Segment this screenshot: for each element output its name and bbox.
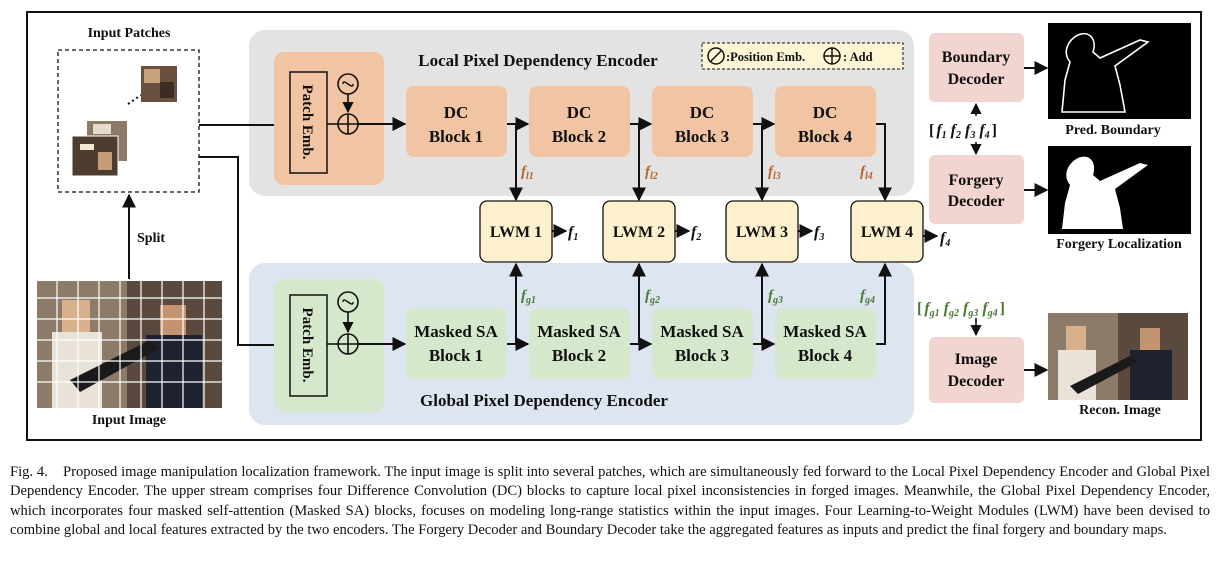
forgery-localization-image xyxy=(1048,146,1191,234)
svg-text:Image: Image xyxy=(955,351,998,368)
svg-text:LWM 2: LWM 2 xyxy=(613,224,665,241)
global-feature-arrows xyxy=(509,262,892,345)
svg-text:Block 4: Block 4 xyxy=(798,127,853,146)
svg-text:Block 1: Block 1 xyxy=(429,127,483,146)
caption-text: Proposed image manipulation localization… xyxy=(10,464,1210,539)
figure-frame xyxy=(26,11,1202,441)
framework-figure: Local Pixel Dependency Encoder Global Pi… xyxy=(26,11,1202,441)
legend-position-emb: :Position Emb. xyxy=(726,50,805,64)
dc-block-1: DC Block 1 xyxy=(406,86,507,157)
lwm-module-3: LWM 3 xyxy=(725,200,799,263)
recon-image-label: Recon. Image xyxy=(1079,403,1161,418)
global-add-icon xyxy=(337,333,359,355)
fused-feature-label-4: f4 xyxy=(940,230,950,249)
legend: :Position Emb. : Add xyxy=(701,42,904,70)
svg-text:Block 3: Block 3 xyxy=(675,346,729,365)
svg-text:Decoder: Decoder xyxy=(948,373,1005,390)
global-feature-label-2: fg2 xyxy=(645,288,660,306)
svg-text:LWM 4: LWM 4 xyxy=(861,224,913,241)
decoder-output-arrows xyxy=(1024,61,1049,377)
svg-text:DC: DC xyxy=(444,103,469,122)
global-feature-label-1: fg1 xyxy=(521,288,536,306)
local-feature-label-1: fl1 xyxy=(521,164,534,182)
add-icon xyxy=(823,47,841,65)
patches-ellipsis xyxy=(127,94,142,105)
svg-text:Block 2: Block 2 xyxy=(552,127,606,146)
local-patch-emb-label: Patch Emb. xyxy=(299,85,315,160)
position-emb-icon xyxy=(707,47,725,65)
patch-thumbnail-3 xyxy=(71,135,119,177)
svg-text:Masked SA: Masked SA xyxy=(660,322,744,341)
local-feature-label-2: fl2 xyxy=(645,164,658,182)
svg-text:LWM 3: LWM 3 xyxy=(736,224,788,241)
svg-text:Forgery: Forgery xyxy=(948,172,1003,189)
fused-feature-label-1: f1 xyxy=(568,224,578,243)
patches-to-global-arrow xyxy=(199,156,289,352)
dc-block-2: DC Block 2 xyxy=(529,86,630,157)
input-image-label: Input Image xyxy=(92,413,166,428)
forgery-localization-label: Forgery Localization xyxy=(1056,237,1182,252)
local-patch-emb-block xyxy=(274,52,384,185)
input-patches-label: Input Patches xyxy=(88,26,171,41)
global-feature-label-4: fg4 xyxy=(860,288,875,306)
sa-block-1: Masked SA Block 1 xyxy=(406,308,507,379)
global-patch-emb-label: Patch Emb. xyxy=(299,308,315,383)
local-feature-label-3: fl3 xyxy=(768,164,781,182)
local-feature-arrows xyxy=(509,123,892,202)
caption-prefix: Fig. 4. xyxy=(10,464,48,480)
boundary-decoder: Boundary Decoder xyxy=(929,33,1024,102)
figure-caption: Fig. 4. Proposed image manipulation loca… xyxy=(10,463,1210,541)
recon-image xyxy=(1048,313,1188,400)
input-image xyxy=(37,281,222,408)
svg-text:Decoder: Decoder xyxy=(948,71,1005,88)
global-feature-label-3: fg3 xyxy=(768,288,783,306)
svg-text:Block 3: Block 3 xyxy=(675,127,729,146)
sa-block-3: Masked SA Block 3 xyxy=(652,308,753,379)
svg-text:Boundary: Boundary xyxy=(942,49,1010,66)
dc-block-3: DC Block 3 xyxy=(652,86,753,157)
pred-boundary-image xyxy=(1048,23,1191,119)
fused-output-arrows xyxy=(552,224,939,243)
svg-text:Block 1: Block 1 xyxy=(429,346,483,365)
global-patch-emb-box xyxy=(289,294,328,397)
pred-boundary-label: Pred. Boundary xyxy=(1065,123,1160,138)
sa-block-2: Masked SA Block 2 xyxy=(529,308,630,379)
fused-feature-label-2: f2 xyxy=(691,224,701,243)
lwm-module-2: LWM 2 xyxy=(602,200,676,263)
svg-text:DC: DC xyxy=(567,103,592,122)
sa-block-4: Masked SA Block 4 xyxy=(775,308,876,379)
svg-text:Masked SA: Masked SA xyxy=(537,322,621,341)
fused-feature-label-3: f3 xyxy=(814,224,824,243)
lwm-module-1: LWM 1 xyxy=(479,200,553,263)
local-encoder-title: Local Pixel Dependency Encoder xyxy=(418,51,658,70)
input-patches-box xyxy=(57,49,200,193)
legend-add: : Add xyxy=(843,50,873,64)
svg-text:Block 4: Block 4 xyxy=(798,346,853,365)
svg-text:LWM 1: LWM 1 xyxy=(490,224,542,241)
svg-text:Block 2: Block 2 xyxy=(552,346,606,365)
svg-text:DC: DC xyxy=(690,103,715,122)
global-patch-emb-block xyxy=(274,279,384,412)
patch-thumbnail-1 xyxy=(141,66,177,102)
svg-text:Decoder: Decoder xyxy=(948,193,1005,210)
local-feature-label-4: fl4 xyxy=(860,164,873,182)
svg-text:DC: DC xyxy=(813,103,838,122)
forgery-decoder: Forgery Decoder xyxy=(929,155,1024,224)
dc-block-4: DC Block 4 xyxy=(775,86,876,157)
svg-text:Masked SA: Masked SA xyxy=(783,322,867,341)
local-patch-emb-box xyxy=(289,71,328,174)
image-decoder: Image Decoder xyxy=(929,337,1024,403)
local-add-icon xyxy=(337,113,359,135)
split-label: Split xyxy=(137,231,165,246)
global-encoder-title: Global Pixel Dependency Encoder xyxy=(420,391,668,410)
lwm-module-4: LWM 4 xyxy=(850,200,924,263)
svg-text:Masked SA: Masked SA xyxy=(414,322,498,341)
